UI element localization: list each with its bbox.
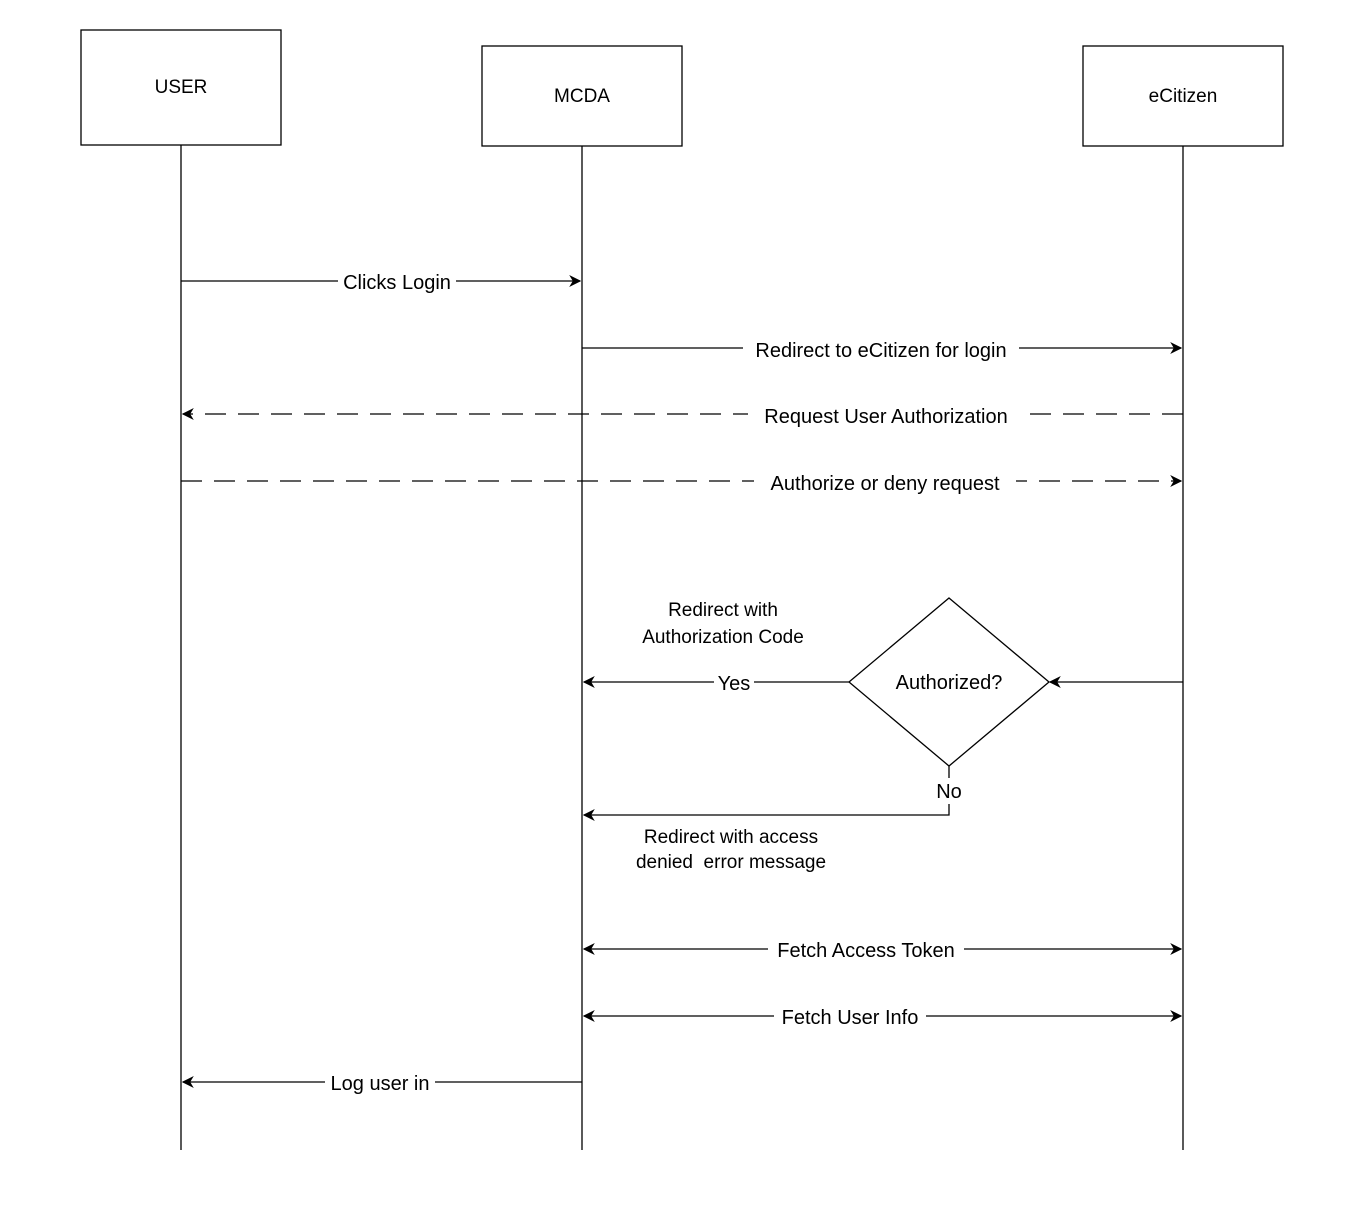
message-authorize-or-deny: Authorize or deny request xyxy=(181,468,1183,495)
message-redirect-ecitizen-label: Redirect to eCitizen for login xyxy=(755,340,1006,362)
message-fetch-user-info-label: Fetch User Info xyxy=(782,1007,919,1029)
note-redirect-denied-line1: Redirect with access xyxy=(644,827,818,848)
message-fetch-access-token-label: Fetch Access Token xyxy=(777,940,955,962)
participant-ecitizen: eCitizen xyxy=(1082,45,1284,147)
decision-authorized: Authorized? xyxy=(847,597,1183,767)
message-request-authorization: Request User Authorization xyxy=(181,401,1183,428)
participant-user-label: USER xyxy=(155,77,208,98)
message-authorize-or-deny-label: Authorize or deny request xyxy=(770,473,999,495)
message-request-authorization-label: Request User Authorization xyxy=(764,406,1007,428)
note-redirect-with-code-line2: Authorization Code xyxy=(642,627,804,648)
message-clicks-login: Clicks Login xyxy=(181,268,582,294)
participant-ecitizen-label: eCitizen xyxy=(1149,86,1218,107)
message-fetch-access-token: Fetch Access Token xyxy=(582,936,1183,962)
message-yes-label: Yes xyxy=(718,673,751,695)
message-redirect-ecitizen: Redirect to eCitizen for login xyxy=(582,335,1183,362)
participant-mcda: MCDA xyxy=(481,45,683,147)
message-fetch-user-info: Fetch User Info xyxy=(582,1003,1183,1029)
message-yes: Yes xyxy=(582,670,849,696)
decision-label: Authorized? xyxy=(896,672,1003,694)
message-log-user-in-label: Log user in xyxy=(331,1073,430,1095)
participant-user: USER xyxy=(80,29,282,146)
note-redirect-denied-line2: denied error message xyxy=(636,852,826,873)
participant-mcda-label: MCDA xyxy=(554,86,610,107)
message-log-user-in: Log user in xyxy=(181,1069,582,1095)
message-no: No xyxy=(582,766,965,821)
message-clicks-login-label: Clicks Login xyxy=(343,272,451,294)
note-redirect-with-code-line1: Redirect with xyxy=(668,600,778,621)
message-no-label: No xyxy=(936,781,962,803)
